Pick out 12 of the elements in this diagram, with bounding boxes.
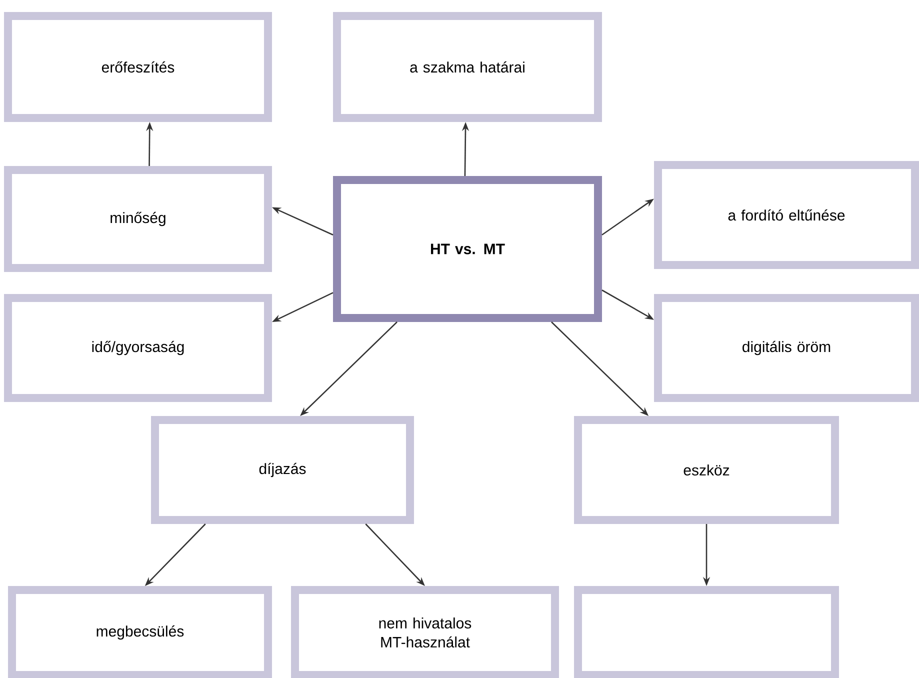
topic-box: a szakma határai xyxy=(333,12,602,122)
topic-box: eszköz xyxy=(574,416,839,524)
topic-box: digitális öröm xyxy=(654,294,919,402)
topic-box: nem hivatalos MT-használat xyxy=(291,586,559,678)
empty-box xyxy=(574,586,839,678)
center-box: HT vs. MT xyxy=(333,176,602,322)
topic-box: minőség xyxy=(4,166,272,272)
topic-box: díjazás xyxy=(151,416,414,524)
topic-box: erőfeszítés xyxy=(4,12,272,122)
topic-box: a fordító eltűnése xyxy=(654,161,919,269)
topic-box: idő/gyorsaság xyxy=(4,294,272,402)
topic-box: megbecsülés xyxy=(8,586,272,678)
